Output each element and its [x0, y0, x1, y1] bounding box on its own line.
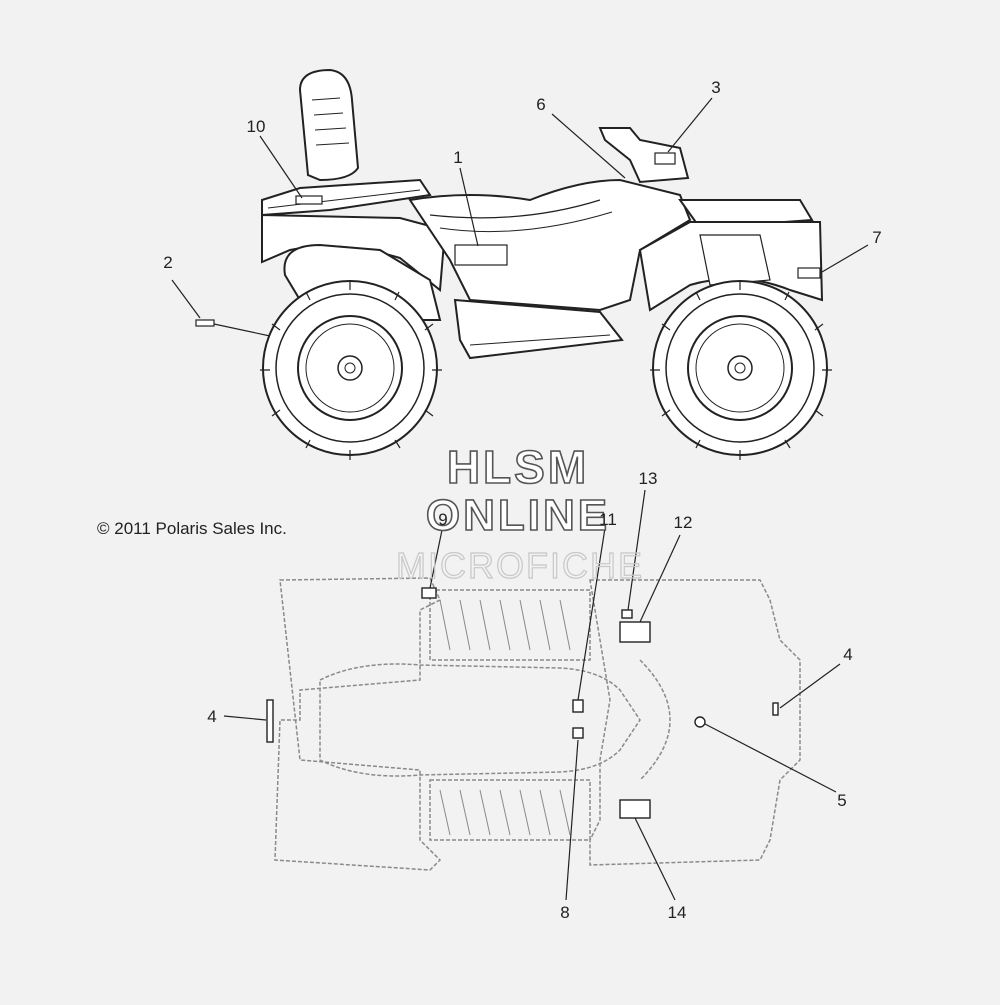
watermark-line3: MICROFICHE — [396, 545, 644, 586]
decal-14 — [619, 799, 651, 819]
leader-lines — [171, 97, 869, 901]
decal-4-front — [772, 702, 779, 716]
watermark-line2: ONLINE — [426, 491, 610, 540]
top-view-decals — [266, 587, 779, 819]
top-footwell-right — [429, 779, 591, 841]
handlebar — [598, 127, 690, 184]
callout-6: 6 — [536, 95, 545, 114]
decal-5 — [694, 716, 706, 728]
rear-tire — [262, 280, 438, 456]
callout-9: 9 — [438, 510, 447, 529]
decal-12 — [619, 621, 651, 643]
callout-1: 1 — [453, 148, 462, 167]
callout-13: 13 — [639, 469, 658, 488]
body-tank — [408, 178, 692, 312]
front-tire — [652, 280, 828, 456]
callout-5: 5 — [837, 791, 846, 810]
callout-4-front: 4 — [843, 645, 852, 664]
top-footwell-left — [429, 589, 591, 661]
decal-2 — [195, 319, 215, 327]
callout-2: 2 — [163, 253, 172, 272]
decal-10 — [295, 195, 323, 205]
copyright-notice: © 2011 Polaris Sales Inc. — [97, 519, 287, 538]
callout-numbers: 1 2 3 4 4 5 6 7 8 9 10 11 12 13 14 — [163, 78, 881, 922]
decal-1 — [454, 244, 508, 266]
callout-8: 8 — [560, 903, 569, 922]
atv-side-view — [260, 68, 832, 460]
watermark: HLSM ONLINE MICROFICHE — [395, 440, 644, 586]
callout-3: 3 — [711, 78, 720, 97]
decal-11 — [572, 699, 584, 713]
decal-4-rear — [266, 699, 274, 743]
rear-rack — [261, 178, 432, 217]
callout-14: 14 — [668, 903, 687, 922]
decal-8 — [572, 727, 584, 739]
callout-4-rear: 4 — [207, 707, 216, 726]
top-rear-outline — [274, 577, 442, 871]
decal-3 — [654, 152, 676, 165]
decal-9 — [421, 587, 437, 599]
atv-top-view — [274, 577, 801, 871]
callout-11: 11 — [599, 510, 617, 529]
callout-7: 7 — [872, 228, 881, 247]
watermark-line1: HLSM — [447, 441, 589, 493]
top-front-outline — [589, 579, 801, 866]
decal-13 — [621, 609, 633, 619]
decal-7 — [797, 267, 821, 279]
top-seat-outline — [319, 663, 641, 777]
callout-12: 12 — [674, 513, 693, 532]
seat-backrest — [298, 68, 360, 182]
callout-10: 10 — [247, 117, 266, 136]
